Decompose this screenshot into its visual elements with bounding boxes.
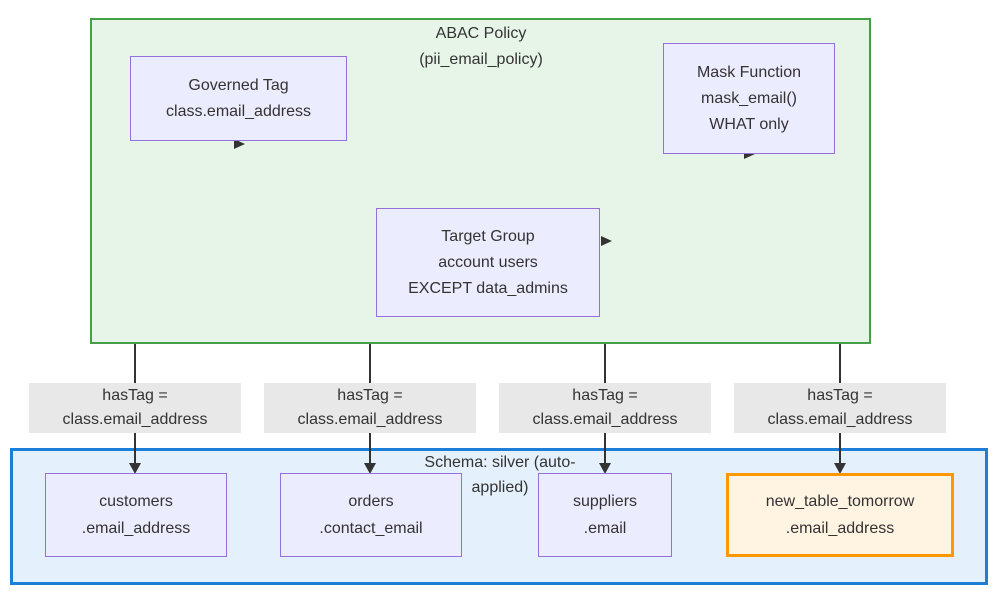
table-column: .email (583, 520, 627, 537)
node-table-orders: orders .contact_email (280, 473, 462, 557)
edge-label-hastag-3: hasTag = class.email_address (499, 383, 711, 433)
arrow-down-icon (834, 463, 846, 474)
edge-label-line1: hasTag = (337, 387, 403, 404)
edge-label-line2: class.email_address (62, 411, 208, 428)
arrow-right-icon (601, 236, 612, 246)
edge-label-line2: class.email_address (297, 411, 443, 428)
policy-title-line1: ABAC Policy (435, 25, 527, 42)
node-line: mask_email() (700, 89, 797, 107)
schema-cluster-title: Schema: silver (auto- applied) (400, 450, 600, 500)
arrow-down-icon (599, 463, 611, 474)
table-column: .email_address (785, 520, 895, 537)
edge-label-hastag-2: hasTag = class.email_address (264, 383, 476, 433)
node-table-new-table-tomorrow: new_table_tomorrow .email_address (726, 473, 954, 557)
arrow-down-icon (129, 463, 141, 474)
schema-title-line2: applied) (471, 479, 529, 496)
node-table-customers: customers .email_address (45, 473, 227, 557)
arrow-down-icon (364, 463, 376, 474)
node-line: EXCEPT data_admins (408, 279, 568, 297)
node-line: Target Group (441, 227, 535, 245)
policy-cluster-title: ABAC Policy (pii_email_policy) (331, 21, 631, 73)
edge-label-line2: class.email_address (767, 411, 913, 428)
node-line: Governed Tag (188, 76, 289, 94)
edge-label-line1: hasTag = (572, 387, 638, 404)
table-name: new_table_tomorrow (765, 493, 915, 510)
node-table-suppliers: suppliers .email (538, 473, 672, 557)
schema-title-line1: Schema: silver (auto- (424, 454, 576, 471)
table-name: customers (99, 493, 173, 510)
node-governed-tag: Governed Tag class.email_address (130, 56, 347, 141)
edge-label-hastag-1: hasTag = class.email_address (29, 383, 241, 433)
node-line: class.email_address (166, 102, 311, 120)
table-name: suppliers (572, 493, 638, 510)
table-column: .email_address (81, 520, 191, 537)
edge-label-line1: hasTag = (807, 387, 873, 404)
edge-label-line1: hasTag = (102, 387, 168, 404)
node-mask-function: Mask Function mask_email() WHAT only (663, 43, 835, 154)
node-line: account users (438, 253, 538, 271)
edge-label-line2: class.email_address (532, 411, 678, 428)
edge-label-hastag-4: hasTag = class.email_address (734, 383, 946, 433)
node-target-group: Target Group account users EXCEPT data_a… (376, 208, 600, 317)
node-line: WHAT only (709, 115, 789, 133)
table-name: orders (348, 493, 394, 510)
arrow-right-icon (234, 139, 245, 149)
table-column: .contact_email (319, 520, 423, 537)
arrow-right-icon (744, 149, 755, 159)
policy-title-line2: (pii_email_policy) (419, 51, 543, 68)
node-line: Mask Function (696, 63, 802, 81)
